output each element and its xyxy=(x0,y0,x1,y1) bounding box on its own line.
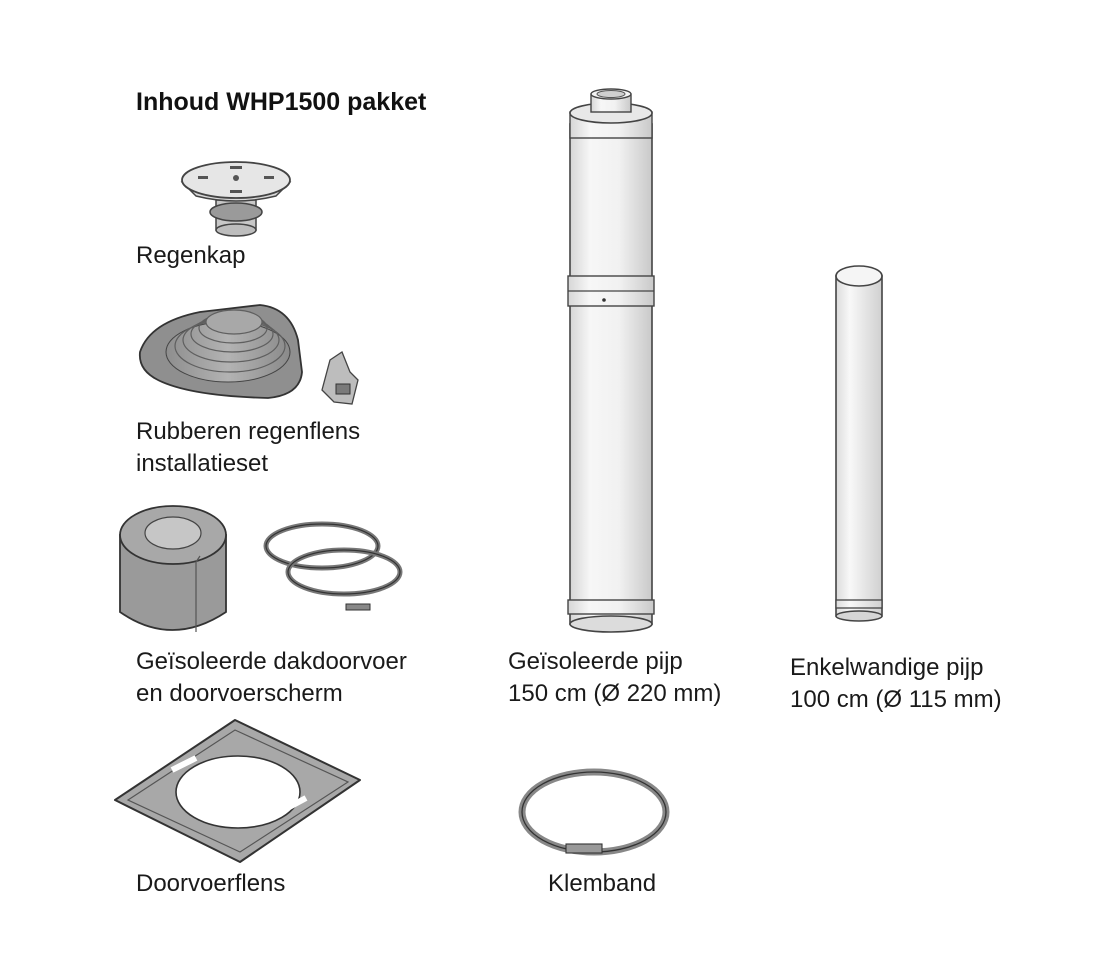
pipe-clamp-rings-icon xyxy=(263,521,403,611)
label-enkelwandige-pijp: Enkelwandige pijp 100 cm (Ø 115 mm) xyxy=(790,654,1002,713)
label-regenflens: Rubberen regenflens installatieset xyxy=(136,418,361,477)
label-klemband: Klemband xyxy=(548,870,657,897)
single-wall-pipe-icon xyxy=(835,265,883,622)
roof-insulation-sleeve-icon xyxy=(119,505,227,632)
band-clamp-icon xyxy=(518,768,670,856)
label-regenkap: Regenkap xyxy=(136,242,246,269)
rubber-flashing-icon xyxy=(138,304,359,405)
pass-through-flange-icon xyxy=(114,719,361,863)
label-doorvoerflens: Doorvoerflens xyxy=(136,870,286,897)
page-title: Inhoud WHP1500 pakket xyxy=(136,88,427,116)
label-dakdoorvoer: Geïsoleerde dakdoorvoer en doorvoerscher… xyxy=(136,648,407,707)
insulated-pipe-icon xyxy=(567,88,655,633)
label-geisoleerde-pijp: Geïsoleerde pijp 150 cm (Ø 220 mm) xyxy=(508,648,722,707)
rain-cap-icon xyxy=(180,161,292,237)
